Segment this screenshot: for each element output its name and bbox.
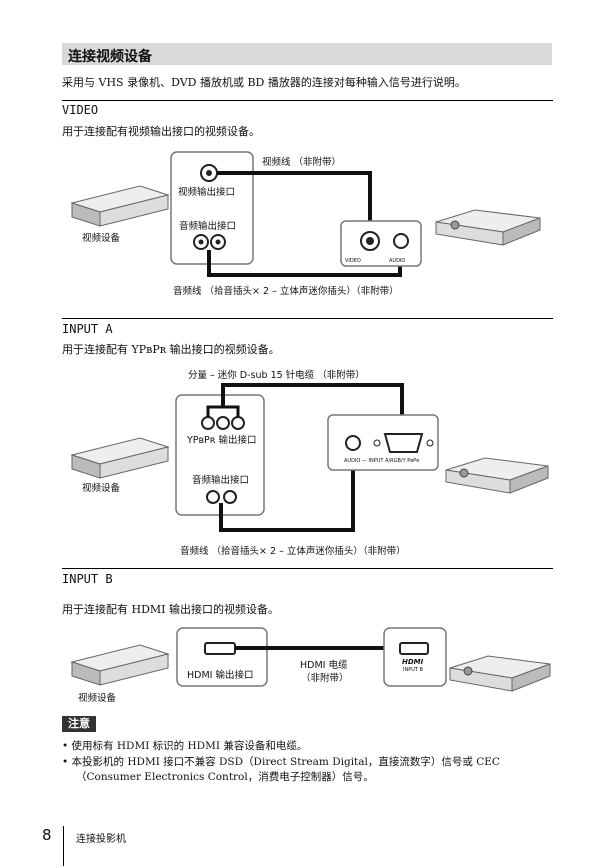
video-rule bbox=[62, 100, 553, 101]
hdmi-out-label: HDMI 输出接口 bbox=[187, 670, 254, 681]
note-item-3: （Consumer Electronics Control，消费电子控制器）信号… bbox=[76, 771, 374, 783]
video-audio-cable-label: 音频线 （拾音插头× 2 – 立体声迷你插头）（非附带） bbox=[173, 286, 399, 297]
projector-input-a-audio-jack bbox=[345, 435, 361, 451]
input-b-desc: 用于连接配有 HDMI 输出接口的视频设备。 bbox=[62, 603, 280, 616]
input-a-diagram bbox=[70, 383, 549, 532]
video-desc: 用于连接配有视频输出接口的视频设备。 bbox=[62, 125, 260, 138]
port-hdmi-logo: HDMI bbox=[402, 658, 424, 666]
projector-dsub-port bbox=[383, 433, 424, 453]
input-a-audio-jack-right bbox=[223, 490, 237, 504]
component-cable-label: 分量 – 迷你 D-sub 15 针电缆 （非附带） bbox=[188, 370, 365, 381]
component-cable bbox=[221, 383, 404, 440]
input-b-projector-panel bbox=[383, 627, 447, 687]
ypbpr-jack-pr bbox=[231, 416, 245, 430]
notes-badge: 注意 bbox=[62, 716, 96, 732]
note-item-2: • 本投影机的 HDMI 接口不兼容 DSD（Direct Stream Dig… bbox=[62, 756, 500, 768]
input-b-projector-icon bbox=[449, 655, 551, 692]
section-intro: 采用与 VHS 录像机、DVD 播放机或 BD 播放器的连接对每种输入信号进行说… bbox=[62, 76, 466, 89]
video-projector-panel bbox=[340, 220, 422, 267]
hdmi-device-panel bbox=[176, 627, 268, 687]
input-a-audio-jack-left bbox=[206, 490, 220, 504]
input-b-device-label: 视频设备 bbox=[78, 693, 117, 704]
input-b-header: INPUT B bbox=[62, 572, 113, 586]
input-a-projector-panel bbox=[327, 414, 439, 471]
hdmi-out-port bbox=[204, 642, 236, 655]
section-title: 连接视频设备 bbox=[68, 49, 152, 65]
input-b-diagram bbox=[70, 627, 551, 692]
video-cable-label: 视频线 （非附带） bbox=[262, 157, 342, 168]
ypbpr-jack-pb bbox=[216, 416, 230, 430]
input-a-rule bbox=[62, 318, 553, 319]
footer-divider bbox=[63, 826, 64, 866]
input-a-audio-cable-label: 音频线 （拾音插头× 2 – 立体声迷你插头）（非附带） bbox=[180, 546, 406, 557]
video-device-panel bbox=[170, 151, 254, 265]
footer-chapter: 连接投影机 bbox=[76, 834, 126, 845]
ypbpr-jack-y bbox=[201, 416, 215, 430]
input-a-port-label: AUDIO — INPUT A/RGB/Y PʙPʀ bbox=[344, 458, 420, 464]
video-device-icon bbox=[70, 185, 170, 227]
port-video-label: VIDEO bbox=[345, 258, 361, 264]
projector-audio-jack bbox=[393, 233, 409, 249]
ypbpr-out-label: YPʙPʀ 输出接口 bbox=[187, 435, 257, 446]
hdmi-cable-label-2: （非附带） bbox=[301, 673, 349, 684]
input-a-projector-icon bbox=[445, 457, 549, 494]
note-item-1: • 使用标有 HDMI 标识的 HDMI 兼容设备和电缆。 bbox=[62, 740, 308, 752]
port-input-b-label: INPUT B bbox=[403, 667, 423, 673]
input-a-device-icon bbox=[70, 437, 170, 479]
page-number: 8 bbox=[42, 826, 52, 844]
video-device-label: 视频设备 bbox=[82, 233, 121, 244]
video-diagram bbox=[70, 151, 541, 277]
input-a-device-label: 视频设备 bbox=[82, 483, 121, 494]
input-a-audio-cable bbox=[219, 450, 355, 532]
video-projector-icon bbox=[435, 209, 541, 246]
port-audio-label: AUDIO bbox=[389, 258, 406, 264]
video-header: VIDEO bbox=[62, 103, 99, 117]
video-cable bbox=[217, 171, 372, 240]
input-a-header: INPUT A bbox=[62, 322, 113, 336]
projector-hdmi-port bbox=[399, 642, 429, 655]
input-a-desc: 用于连接配有 YPʙPʀ 输出接口的视频设备。 bbox=[62, 343, 280, 356]
audio-out-label: 音频输出接口 bbox=[179, 221, 237, 232]
input-b-device-icon bbox=[70, 644, 170, 686]
hdmi-cable-label-1: HDMI 电缆 bbox=[300, 660, 348, 671]
input-a-audio-out-label: 音频输出接口 bbox=[192, 475, 250, 486]
section-title-bar bbox=[62, 43, 552, 65]
video-out-label: 视频输出接口 bbox=[178, 187, 236, 198]
input-b-rule bbox=[62, 568, 553, 569]
